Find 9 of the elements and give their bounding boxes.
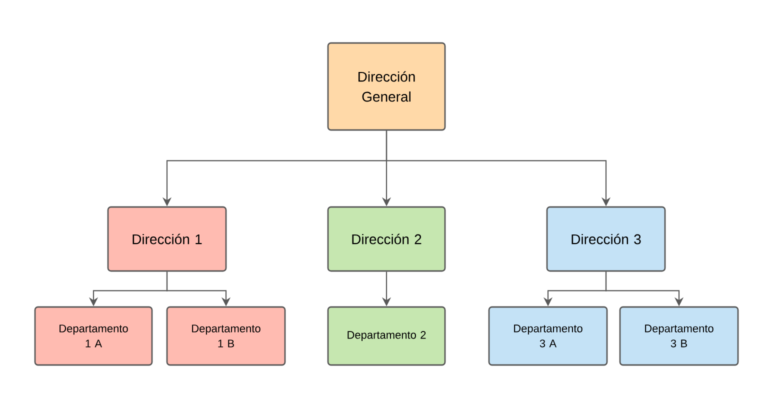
org-box: Departamento 2 bbox=[327, 306, 446, 366]
org-box: Dirección 2 bbox=[327, 206, 446, 272]
org-box: Departamento 3 B bbox=[619, 306, 739, 366]
org-box: Departamento 1 B bbox=[166, 306, 286, 366]
org-box: Departamento 3 A bbox=[488, 306, 608, 366]
org-box: Departamento 1 A bbox=[34, 306, 153, 366]
org-box: Dirección General bbox=[327, 42, 446, 131]
org-box: Dirección 3 bbox=[546, 206, 666, 272]
org-box: Dirección 1 bbox=[107, 206, 227, 272]
